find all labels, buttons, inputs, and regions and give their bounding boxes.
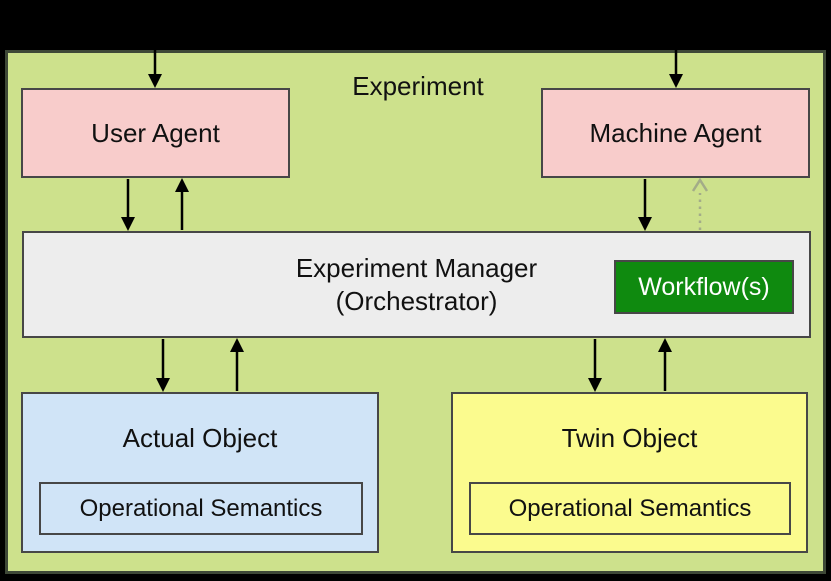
machine-agent-label: Machine Agent bbox=[589, 117, 762, 148]
experiment-manager-label: Experiment Manager (Orchestrator) bbox=[296, 252, 537, 318]
node-machine-agent[interactable]: Machine Agent bbox=[541, 88, 810, 178]
twin-operational-semantics-label: Operational Semantics bbox=[508, 494, 752, 522]
node-workflow[interactable]: Workflow(s) bbox=[614, 260, 794, 314]
twin-object-label: Twin Object bbox=[561, 422, 698, 453]
node-actual-operational-semantics[interactable]: Operational Semantics bbox=[39, 482, 363, 535]
user-agent-label: User Agent bbox=[91, 117, 220, 148]
experiment-title: Experiment bbox=[352, 71, 484, 101]
experiment-container: Experiment User Agent Machine Agent Expe… bbox=[5, 50, 826, 574]
node-twin-object[interactable]: Twin Object Operational Semantics bbox=[451, 392, 808, 553]
experiment-manager-label-line2: (Orchestrator) bbox=[335, 285, 498, 316]
actual-operational-semantics-label: Operational Semantics bbox=[79, 494, 323, 522]
actual-object-label: Actual Object bbox=[122, 422, 278, 453]
node-actual-object[interactable]: Actual Object Operational Semantics bbox=[21, 392, 379, 553]
node-user-agent[interactable]: User Agent bbox=[21, 88, 290, 178]
node-twin-operational-semantics[interactable]: Operational Semantics bbox=[469, 482, 791, 535]
node-experiment-manager[interactable]: Experiment Manager (Orchestrator) Workfl… bbox=[22, 231, 811, 338]
workflow-label: Workflow(s) bbox=[638, 272, 770, 301]
experiment-manager-label-line1: Experiment Manager bbox=[295, 252, 538, 283]
